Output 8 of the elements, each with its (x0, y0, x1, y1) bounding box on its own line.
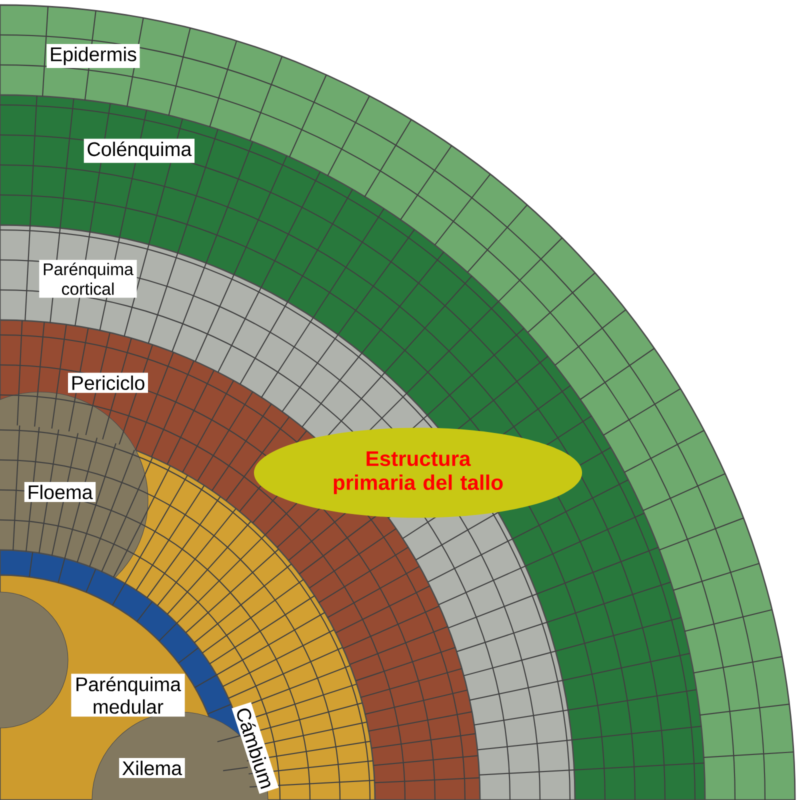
label-box: Epidermis (46, 44, 140, 68)
label-box: Colénquima (84, 138, 195, 163)
label-box: Periciclo (68, 372, 148, 393)
label-box: Parénquima cortical (39, 260, 137, 298)
label-box: Parénquima medular (71, 674, 185, 717)
highlight-oval: Estructura primaria del tallo (254, 428, 582, 518)
label-box: Floema (24, 482, 96, 502)
label-box: Xilema (119, 758, 185, 778)
